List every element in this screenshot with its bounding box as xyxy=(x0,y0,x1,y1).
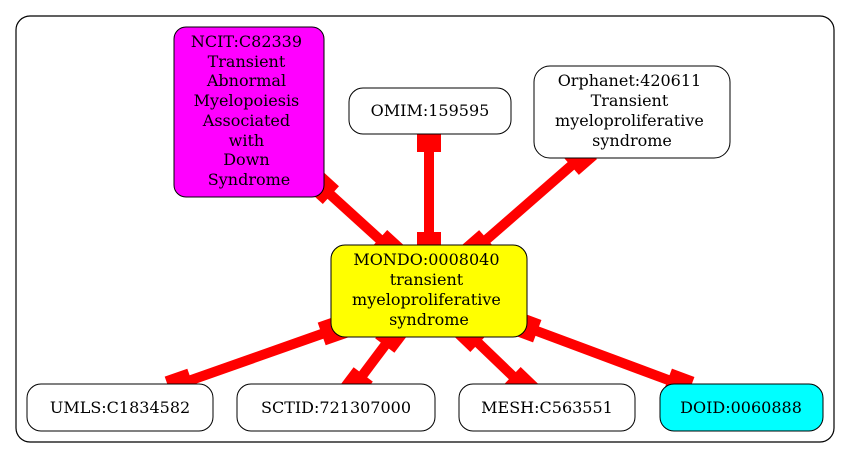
node-ncit-line: Syndrome xyxy=(208,170,290,189)
node-omim-label: OMIM:159595 xyxy=(371,101,490,120)
node-doid-box xyxy=(659,383,824,432)
node-umls-line: UMLS:C1834582 xyxy=(50,398,190,417)
node-orphanet[interactable]: Orphanet:420611 Transient myeloprolifera… xyxy=(533,65,731,159)
node-doid-label: DOID:0060888 xyxy=(680,398,802,417)
node-sctid-box xyxy=(236,383,436,432)
node-ncit-line: Abnormal xyxy=(206,71,286,90)
node-center-line: syndrome xyxy=(389,310,469,329)
edge-line xyxy=(318,183,392,251)
edge-line xyxy=(474,154,584,251)
node-ncit-line: Down xyxy=(223,150,269,169)
node-orphanet-line: syndrome xyxy=(592,131,672,150)
node-ncit-line: with xyxy=(229,131,265,150)
node-sctid-line: SCTID:721307000 xyxy=(261,398,411,417)
node-umls-label: UMLS:C1834582 xyxy=(50,398,190,417)
node-ncit-label: NCIT:C82339 Transient Abnormal Myelopoie… xyxy=(191,32,307,189)
node-orphanet-label: Orphanet:420611 Transient myeloprolifera… xyxy=(555,71,709,150)
node-omim-line: OMIM:159595 xyxy=(371,101,490,120)
node-center-line: myeloproliferative xyxy=(352,290,501,309)
node-mesh-box xyxy=(458,383,636,432)
node-ncit-box xyxy=(173,26,325,198)
node-ncit-line: Associated xyxy=(202,111,290,130)
graph-frame xyxy=(15,15,835,443)
node-sctid-label: SCTID:721307000 xyxy=(261,398,411,417)
node-orphanet-line: Transient xyxy=(591,91,669,110)
edge-omim xyxy=(417,128,441,256)
node-omim[interactable]: OMIM:159595 xyxy=(348,87,512,135)
node-ncit-line: NCIT:C82339 xyxy=(191,32,302,51)
edge-line xyxy=(524,322,681,389)
node-ncit[interactable]: NCIT:C82339 Transient Abnormal Myelopoie… xyxy=(173,26,325,198)
node-ncit-line: Transient xyxy=(208,52,286,71)
node-umls-box xyxy=(26,383,214,432)
node-orphanet-line: Orphanet:420611 xyxy=(558,71,702,90)
node-omim-box xyxy=(348,87,512,135)
node-mesh-line: MESH:C563551 xyxy=(481,398,613,417)
node-center[interactable]: MONDO:0008040 transient myeloproliferati… xyxy=(330,244,528,338)
node-doid[interactable]: DOID:0060888 xyxy=(659,383,824,432)
node-doid-line: DOID:0060888 xyxy=(680,398,802,417)
node-umls[interactable]: UMLS:C1834582 xyxy=(26,383,214,432)
node-center-box xyxy=(330,244,528,338)
node-center-line: transient xyxy=(390,270,464,289)
node-sctid[interactable]: SCTID:721307000 xyxy=(236,383,436,432)
node-mesh[interactable]: MESH:C563551 xyxy=(458,383,636,432)
node-orphanet-line: myeloproliferative xyxy=(555,111,704,130)
node-ncit-line: Myelopoiesis xyxy=(194,91,300,110)
node-center-label: MONDO:0008040 transient myeloproliferati… xyxy=(352,250,506,329)
edge-line xyxy=(178,325,335,389)
node-orphanet-box xyxy=(533,65,731,159)
node-mesh-label: MESH:C563551 xyxy=(481,398,613,417)
node-center-line: MONDO:0008040 xyxy=(353,250,499,269)
